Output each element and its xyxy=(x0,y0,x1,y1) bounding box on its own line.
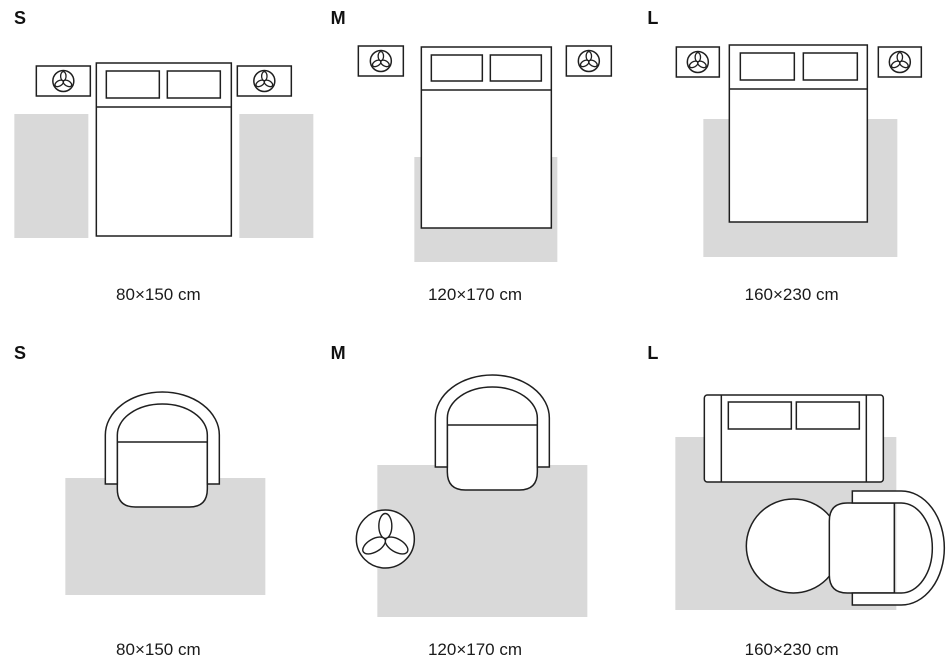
pillow-left xyxy=(739,52,796,81)
panel-living-small: S 80×150 cm xyxy=(0,335,317,670)
pillow-left xyxy=(430,54,483,82)
panel-bedroom-small: S 80×150 cm xyxy=(0,0,317,335)
armchair xyxy=(434,374,550,491)
panel-living-large: L 160×230 cm xyxy=(633,335,950,670)
size-caption: 160×230 cm xyxy=(744,285,839,304)
size-caption: 160×230 cm xyxy=(744,640,839,659)
size-label: M xyxy=(330,8,346,28)
armchair xyxy=(104,391,221,508)
sofa-cushion-left xyxy=(727,401,793,430)
size-caption: 80×150 cm xyxy=(116,285,201,304)
rug-right xyxy=(239,114,314,238)
plant-icon xyxy=(52,69,75,93)
armchair xyxy=(828,490,946,606)
living-large-diagram xyxy=(675,394,946,610)
rug-left xyxy=(14,114,89,238)
pillow-right xyxy=(802,52,859,81)
pillow-left xyxy=(105,70,161,99)
size-label: L xyxy=(647,8,659,28)
size-label: S xyxy=(14,343,27,363)
size-label: S xyxy=(14,8,27,28)
pillow-right xyxy=(489,54,542,82)
pillow-right xyxy=(166,70,222,99)
sofa-cushion-right xyxy=(795,401,861,430)
plant-icon xyxy=(686,50,710,74)
bedroom-medium-diagram xyxy=(357,45,612,262)
size-caption: 120×170 cm xyxy=(427,285,523,304)
bedroom-large-diagram xyxy=(675,44,923,257)
plant-icon xyxy=(888,50,912,74)
plant-icon xyxy=(253,69,276,93)
coffee-table xyxy=(745,498,842,594)
panel-bedroom-medium: M 120×170 cm xyxy=(317,0,634,335)
panel-bedroom-large: L 160×230 cm xyxy=(633,0,950,335)
plant-icon xyxy=(355,509,415,569)
plant-icon xyxy=(369,49,392,73)
bedroom-small-diagram xyxy=(14,62,314,238)
size-label: L xyxy=(647,343,659,363)
size-caption: 80×150 cm xyxy=(116,640,201,659)
size-caption: 120×170 cm xyxy=(427,640,523,659)
plant-icon xyxy=(577,49,600,73)
panel-living-medium: M 120×170 cm xyxy=(317,335,634,670)
living-medium-diagram xyxy=(355,374,587,617)
size-label: M xyxy=(330,343,346,363)
living-small-diagram xyxy=(65,391,266,595)
